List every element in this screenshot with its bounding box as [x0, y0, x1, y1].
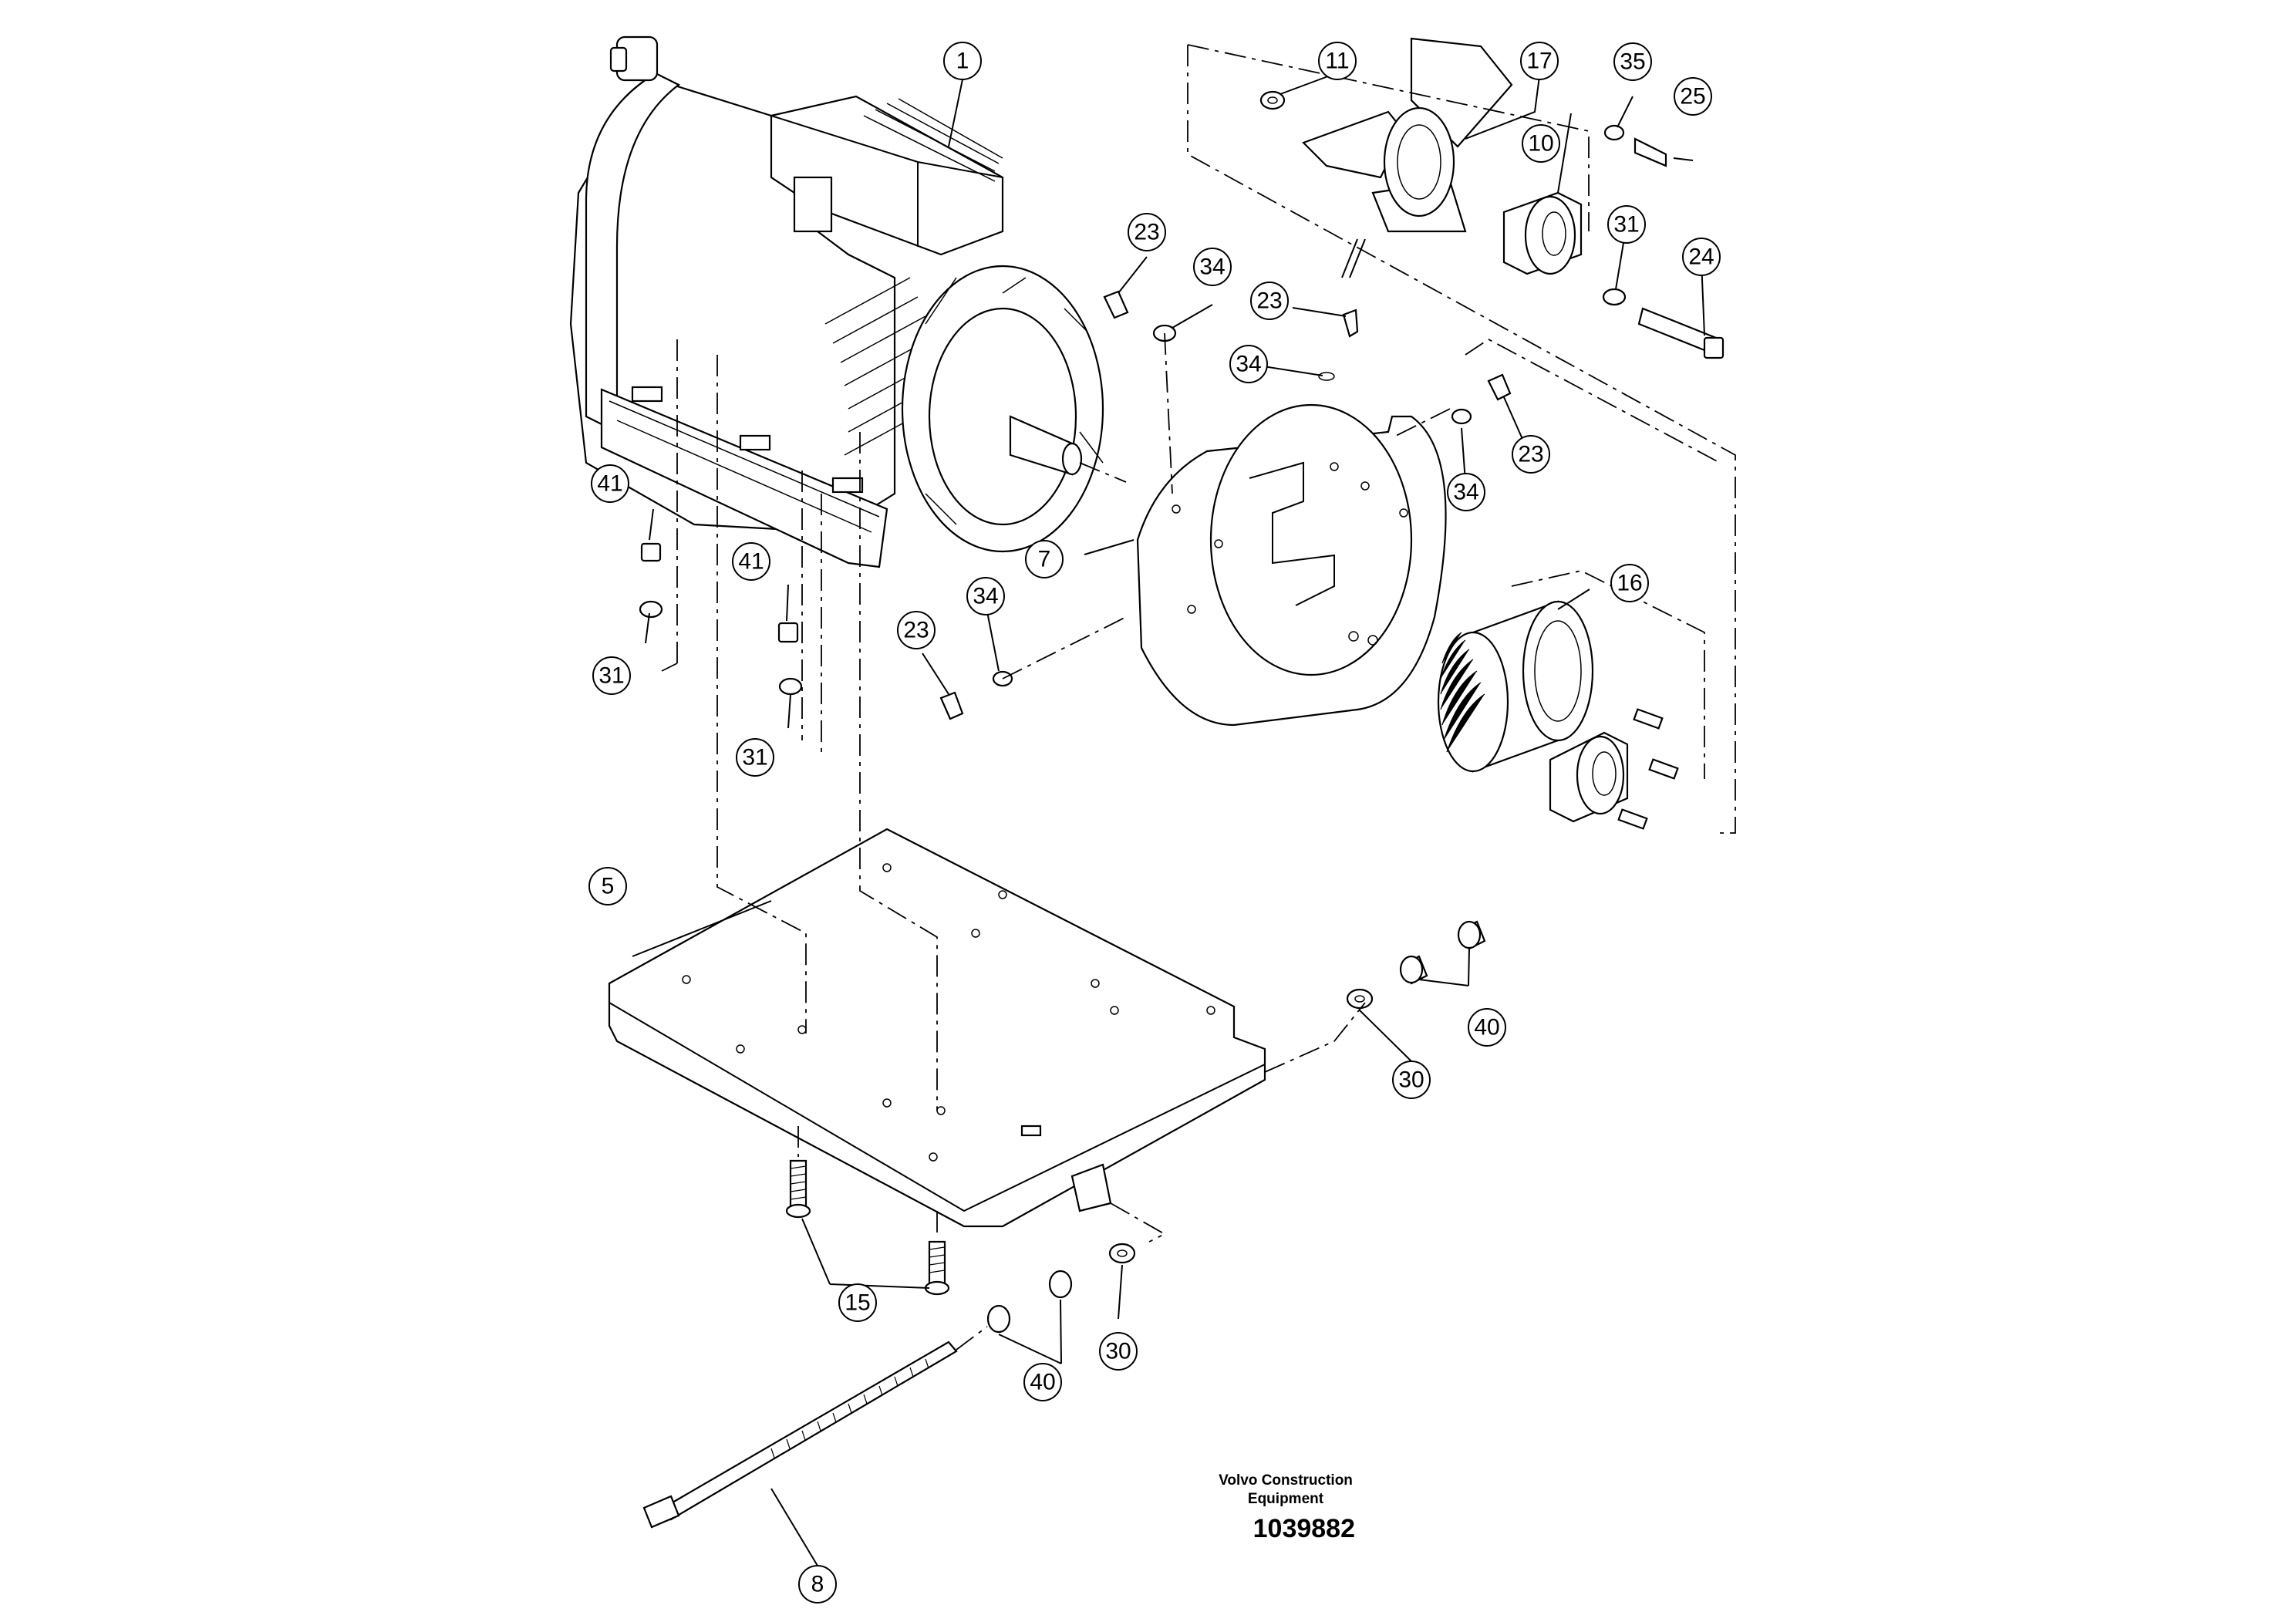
brand-name-line2: Equipment	[1247, 1491, 1324, 1507]
svg-text:7: 7	[1038, 547, 1051, 572]
callout-34: 34	[1447, 473, 1485, 511]
callout-30: 30	[1392, 1061, 1431, 1099]
svg-text:30: 30	[1105, 1339, 1131, 1364]
taper-bushing	[1549, 708, 1679, 830]
svg-text:25: 25	[1680, 84, 1705, 110]
svg-text:17: 17	[1526, 49, 1552, 74]
svg-text:16: 16	[1617, 571, 1642, 596]
svg-text:34: 34	[1199, 255, 1225, 280]
callout-30: 30	[1099, 1332, 1138, 1371]
svg-text:5: 5	[602, 874, 615, 899]
callout-31: 31	[592, 656, 631, 695]
callout-34: 34	[966, 577, 1005, 615]
svg-text:41: 41	[597, 471, 622, 497]
pulley	[1437, 600, 1594, 773]
svg-text:10: 10	[1528, 131, 1553, 157]
cooling-fan	[1302, 37, 1513, 278]
brand-name: Volvo Construction	[1219, 1472, 1353, 1489]
svg-text:30: 30	[1398, 1067, 1424, 1093]
callout-17: 17	[1520, 42, 1559, 80]
callout-25: 25	[1674, 77, 1712, 116]
callout-34: 34	[1193, 248, 1232, 286]
svg-text:34: 34	[1453, 480, 1478, 505]
callout-41: 41	[732, 542, 770, 581]
mounting-plate	[608, 828, 1266, 1228]
callout-23: 23	[1512, 435, 1550, 474]
svg-text:15: 15	[845, 1290, 870, 1316]
svg-text:24: 24	[1688, 244, 1714, 270]
fan-washer	[1259, 90, 1286, 110]
callout-41: 41	[591, 464, 629, 503]
stud-bolts	[785, 1159, 950, 1296]
assembly-center-lines	[661, 44, 1736, 1351]
svg-text:23: 23	[1134, 220, 1159, 245]
svg-text:23: 23	[1518, 442, 1543, 467]
svg-text:40: 40	[1030, 1370, 1055, 1395]
long-bolt	[642, 1340, 958, 1529]
fan-hub	[1502, 191, 1583, 275]
callout-31: 31	[736, 738, 774, 777]
svg-text:40: 40	[1474, 1015, 1499, 1040]
callout-23: 23	[1128, 213, 1166, 251]
svg-text:34: 34	[973, 584, 998, 609]
svg-text:41: 41	[738, 549, 764, 575]
svg-text:31: 31	[1613, 212, 1639, 238]
svg-text:23: 23	[1256, 288, 1282, 314]
leader-lines	[632, 66, 1705, 1566]
callout-40: 40	[1023, 1363, 1062, 1401]
svg-text:1: 1	[956, 49, 969, 74]
callout-35: 35	[1613, 42, 1652, 81]
callout-40: 40	[1468, 1008, 1506, 1047]
svg-text:31: 31	[598, 663, 624, 689]
svg-text:31: 31	[742, 745, 767, 771]
callout-34: 34	[1229, 345, 1268, 383]
nuts-and-washers	[639, 124, 1725, 1334]
callout-5: 5	[588, 867, 627, 905]
svg-text:23: 23	[903, 618, 929, 643]
callout-16: 16	[1610, 564, 1649, 602]
svg-text:8: 8	[811, 1572, 824, 1597]
fan-guard-cover	[1136, 403, 1447, 727]
svg-text:34: 34	[1236, 352, 1261, 377]
electric-motor	[569, 35, 1104, 568]
callout-8: 8	[798, 1565, 837, 1603]
callout-31: 31	[1607, 205, 1646, 244]
callout-15: 15	[838, 1283, 877, 1322]
callout-11: 11	[1318, 42, 1357, 80]
callout-10: 10	[1522, 124, 1560, 163]
callout-23: 23	[1250, 282, 1289, 320]
callout-23: 23	[897, 611, 936, 649]
callout-1: 1	[943, 42, 982, 80]
callout-7: 7	[1025, 540, 1064, 578]
drawing-number: 1039882	[1253, 1514, 1355, 1543]
svg-text:11: 11	[1325, 49, 1349, 74]
svg-text:35: 35	[1620, 49, 1645, 75]
callout-24: 24	[1682, 238, 1721, 276]
